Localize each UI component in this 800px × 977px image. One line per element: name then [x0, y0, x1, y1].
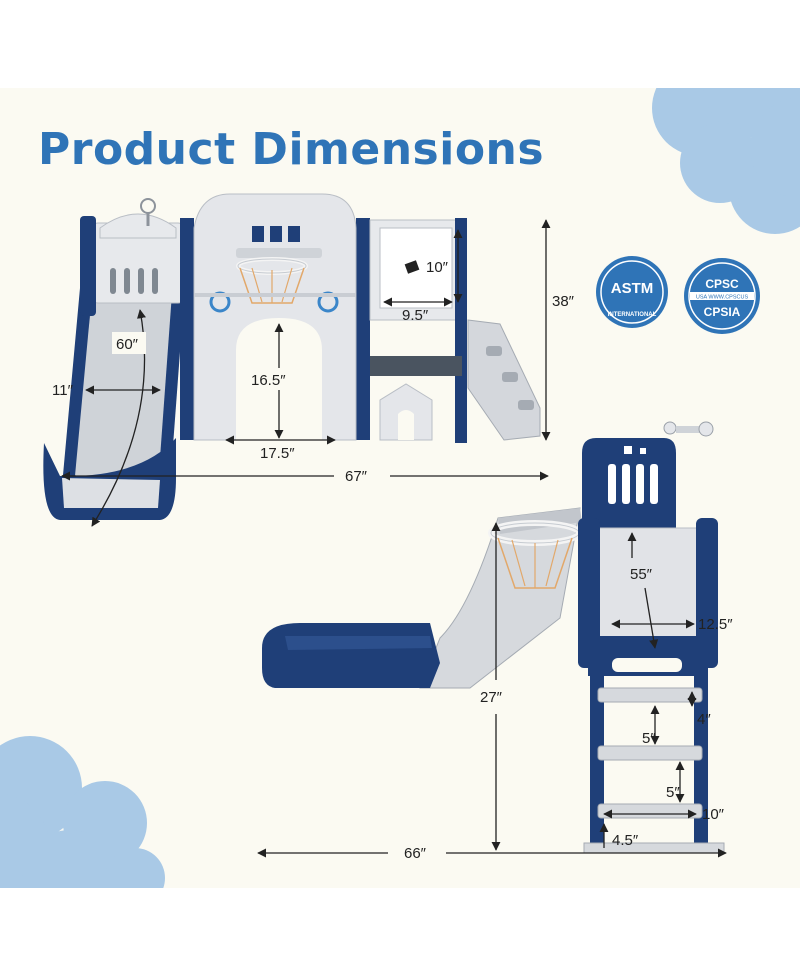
- product-dimensions-panel: 60″ 11″ 16.5″ 17.5″ 67″ 38″ 10″ 9.5″ 55″…: [0, 88, 800, 888]
- cpsc-badge-mid: USA WWW.CPSCUS: [696, 295, 749, 301]
- label-step-rise-2: 5″: [666, 784, 680, 801]
- label-overall-length-top: 67″: [345, 468, 368, 485]
- label-ladder-foot: 4.5″: [612, 832, 639, 849]
- page-title: Product Dimensions: [38, 124, 545, 175]
- label-step-rise-1: 5″: [642, 730, 656, 747]
- bottom-playset: [262, 421, 725, 854]
- top-slide-rail-left: [60, 288, 92, 508]
- label-slide-length-top: 60″: [116, 336, 139, 353]
- label-arch-height: 16.5″: [251, 372, 286, 389]
- label-platform-height: 27″: [480, 689, 503, 706]
- top-playset: [43, 193, 541, 520]
- bottom-slide-bed: [419, 507, 581, 689]
- product-illustration: 60″ 11″ 16.5″ 17.5″ 67″ 38″ 10″ 9.5″ 55″…: [0, 88, 800, 888]
- astm-badge: ASTM INTERNATIONAL: [596, 256, 668, 328]
- label-step-depth: 4″: [697, 711, 711, 728]
- label-slide-width-top: 11″: [52, 382, 74, 399]
- label-ladder-width: 10″: [702, 806, 725, 823]
- cpsc-badge-bottom: CPSIA: [704, 305, 741, 319]
- label-overall-length-bottom: 66″: [404, 845, 427, 862]
- astm-badge-main: ASTM: [611, 280, 654, 297]
- cpsc-badge-top: CPSC: [705, 277, 739, 291]
- label-board-width: 9.5″: [402, 307, 429, 324]
- label-overall-height: 38″: [552, 293, 575, 310]
- cloud-bottom-left: [0, 736, 165, 888]
- label-slide-length-bottom: 55″: [630, 566, 653, 583]
- cloud-top-right: [652, 88, 800, 234]
- label-arch-width: 17.5″: [260, 445, 295, 462]
- cpsc-badge: CPSC USA WWW.CPSCUS CPSIA: [684, 258, 760, 334]
- bottom-slide-end: [262, 623, 440, 688]
- label-deck-width: 12.5″: [698, 616, 733, 633]
- astm-badge-sub: INTERNATIONAL: [608, 312, 657, 318]
- dimension-labels: 60″ 11″ 16.5″ 17.5″ 67″ 38″ 10″ 9.5″ 55″…: [52, 259, 733, 862]
- label-board-height: 10″: [426, 259, 449, 276]
